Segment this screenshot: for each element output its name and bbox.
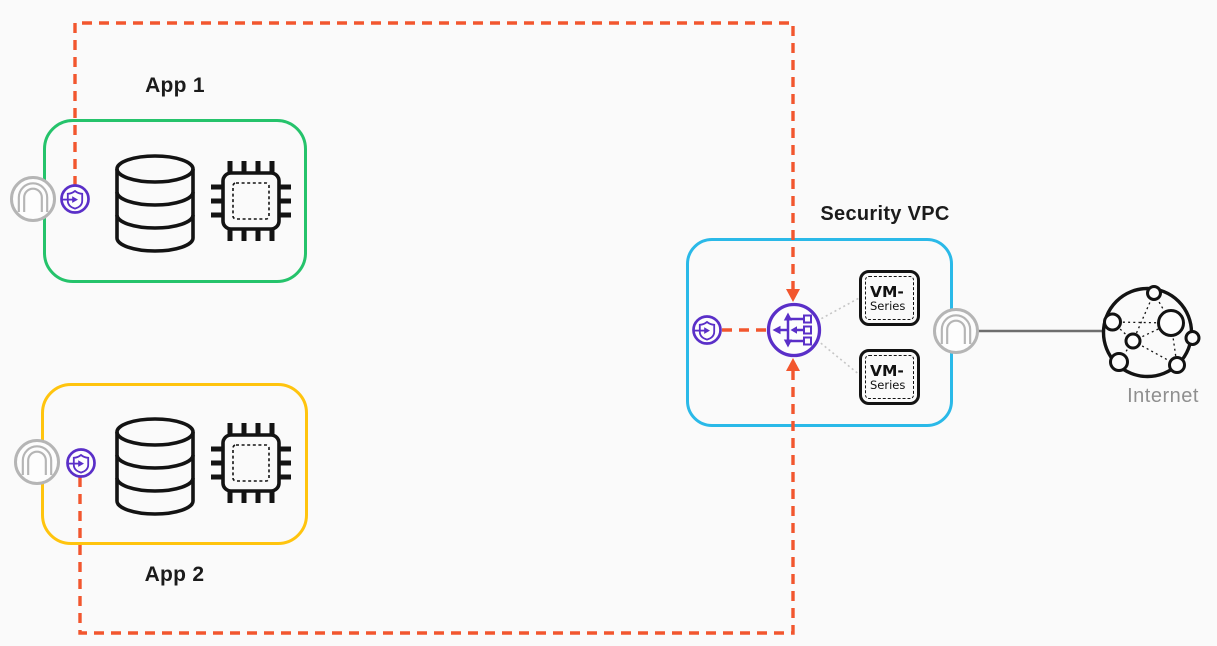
vm-series-node-1-inner: VM- Series [865, 276, 914, 320]
vm-series-node-2-inner: VM- Series [865, 355, 914, 399]
internet-label: Internet [1127, 385, 1199, 407]
gwlb-to-vm1-connector [816, 296, 862, 322]
chip-icon [211, 423, 291, 503]
network-interface-icon [12, 178, 55, 221]
traffic-path-app2-to-security [78, 371, 795, 635]
security-vpc-label: Security VPC [820, 203, 950, 225]
network-interface-icon [16, 441, 59, 484]
endpoint-icon [66, 448, 96, 478]
app1-label: App 1 [145, 74, 205, 97]
vm-series-name: VM- [870, 361, 904, 380]
vm-series-name: VM- [870, 282, 904, 301]
vm-series-name-line2: Series [870, 298, 906, 313]
chip-icon [211, 161, 291, 241]
endpoint-icon [60, 184, 90, 214]
gwlb-to-vm2-connector [816, 339, 862, 377]
internet-globe-icon [1101, 285, 1201, 379]
vm-series-node-2: VM- Series [859, 349, 920, 405]
network-interface-icon [935, 310, 978, 353]
app2-label: App 2 [144, 563, 205, 586]
database-icon [115, 154, 195, 253]
gateway-load-balancer-icon [766, 302, 822, 358]
endpoint-icon [692, 315, 722, 345]
traffic-arrow-up [786, 358, 800, 371]
vm-series-node-1: VM- Series [859, 270, 920, 326]
vm-series-name-line2: Series [870, 377, 906, 392]
traffic-path-app1-to-security [73, 21, 795, 289]
traffic-arrow-down [786, 289, 800, 302]
database-icon [115, 417, 195, 516]
